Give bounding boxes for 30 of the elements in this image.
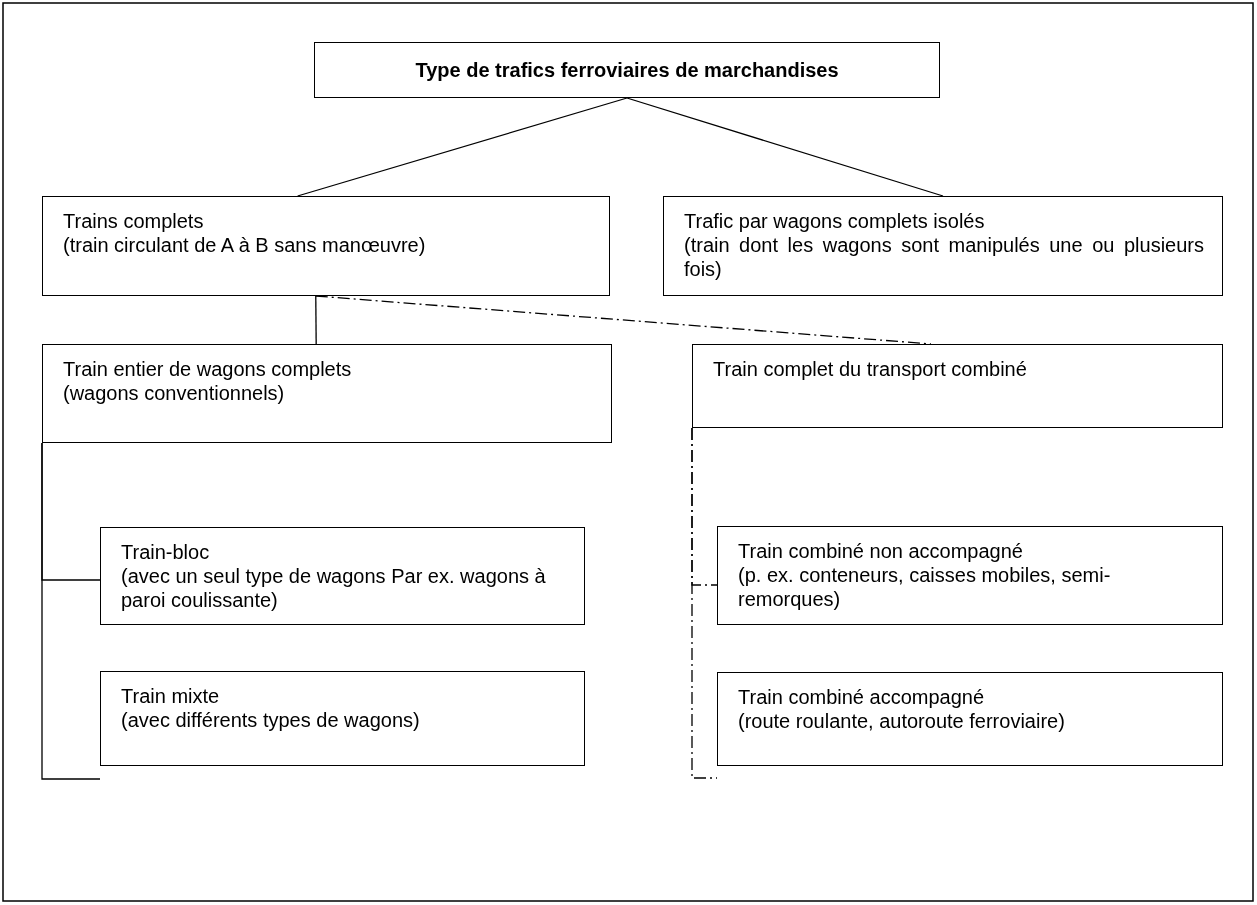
- category-box: [663, 196, 1223, 296]
- connector-line: [626, 97, 944, 197]
- category-box: [100, 527, 585, 625]
- box-description: (train dont les wagons sont manipulés une ou plusieurs fois): [684, 233, 1204, 281]
- box-description: (route roulante, autoroute ferroviaire): [738, 709, 1066, 733]
- box-heading: Trains complets: [63, 209, 205, 233]
- category-box: [717, 672, 1223, 766]
- box-heading: Train combiné non accompagné: [738, 539, 1024, 563]
- connector-line: [315, 295, 317, 345]
- connector-line: [296, 97, 628, 197]
- box-heading: Type de trafics ferroviaires de marchandises: [415, 58, 839, 82]
- connector-line: [41, 442, 101, 780]
- box-heading: Train mixte: [121, 684, 221, 708]
- box-heading: Train entier de wagons complets: [63, 357, 353, 381]
- box-description: (p. ex. conteneurs, caisses mobiles, semi-remorques): [738, 563, 1112, 611]
- category-box: [717, 526, 1223, 625]
- category-box: [100, 671, 585, 766]
- category-box: [42, 344, 612, 443]
- box-description: (wagons conventionnels): [63, 381, 286, 405]
- box-description: (avec différents types de wagons): [121, 708, 421, 732]
- box-heading: Train complet du transport combiné: [713, 357, 1028, 381]
- title-box: [314, 42, 940, 98]
- connector-line: [691, 427, 718, 779]
- category-box: [42, 196, 610, 296]
- box-heading: Train combiné accompagné: [738, 685, 986, 709]
- box-heading: Train-bloc: [121, 540, 211, 564]
- box-description: (avec un seul type de wagons Par ex. wagons à paroi coulissante): [121, 564, 547, 612]
- box-heading: Trafic par wagons complets isolés: [684, 209, 986, 233]
- box-description: (train circulant de A à B sans manœuvre): [63, 233, 427, 257]
- category-box: [692, 344, 1223, 428]
